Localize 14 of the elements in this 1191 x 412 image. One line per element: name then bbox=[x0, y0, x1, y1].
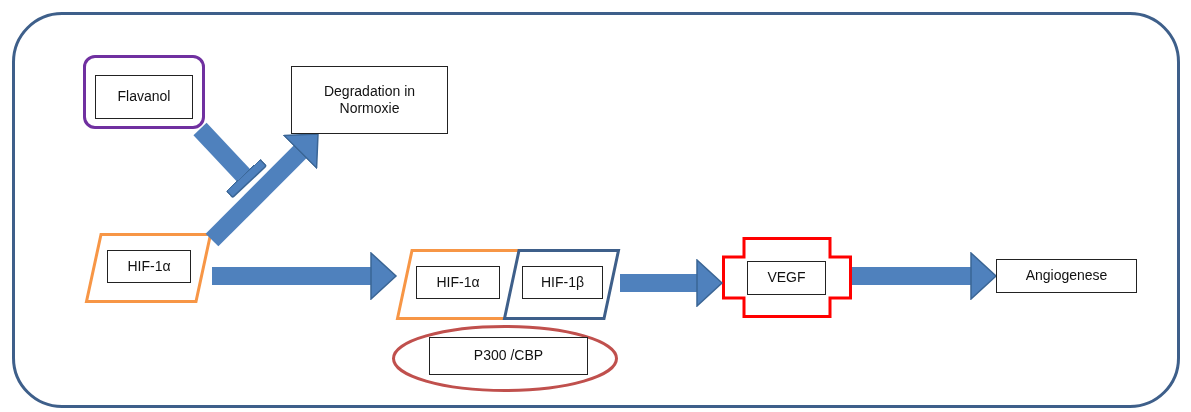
label-box: VEGF bbox=[747, 261, 826, 295]
block-arrow bbox=[205, 133, 319, 247]
label-box: Degradation in Normoxie bbox=[291, 66, 448, 134]
rounded-box bbox=[83, 55, 205, 129]
label-box: HIF-1α bbox=[416, 266, 500, 299]
label-box: P300 /CBP bbox=[429, 337, 588, 375]
block-arrow bbox=[852, 252, 997, 300]
label-box: HIF-1β bbox=[522, 266, 603, 299]
frame-background bbox=[12, 12, 1180, 408]
label-box: Flavanol bbox=[95, 75, 193, 119]
block-arrow bbox=[620, 259, 723, 307]
label-box: HIF-1α bbox=[107, 250, 191, 283]
label-box: Angiogenese bbox=[996, 259, 1137, 293]
block-arrow bbox=[212, 252, 397, 300]
